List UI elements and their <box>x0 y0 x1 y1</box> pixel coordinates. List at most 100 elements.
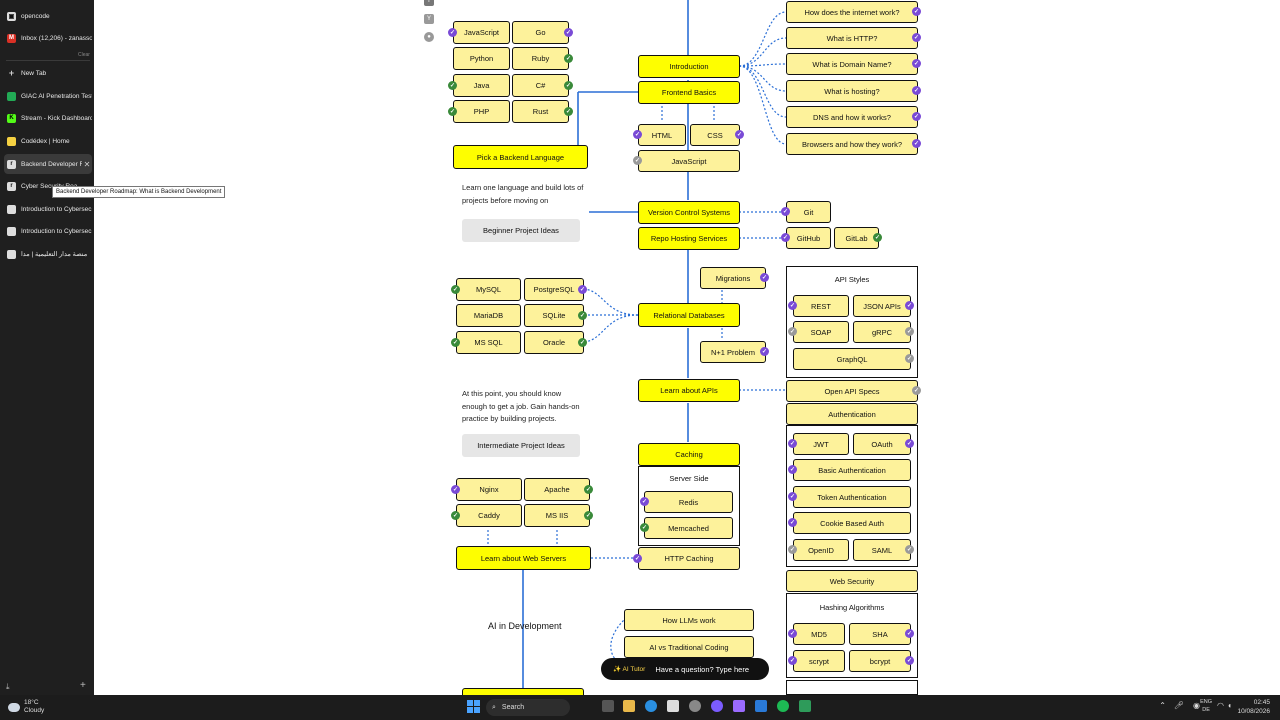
node-graphql[interactable]: GraphQL <box>793 348 911 370</box>
node-pick-backend-language[interactable]: Pick a Backend Language <box>453 145 588 169</box>
node-git[interactable]: Git <box>786 201 831 223</box>
node-oracle[interactable]: Oracle <box>524 331 584 354</box>
node-redis[interactable]: Redis <box>644 491 733 513</box>
tab-madar[interactable]: منصة مدار التعليمية | مدا <box>4 244 92 264</box>
reddit-icon[interactable]: ● <box>424 32 434 42</box>
node-php[interactable]: PHP <box>453 100 510 123</box>
ai-tutor-bar[interactable]: ✨ AI Tutor Have a question? Type here <box>601 658 769 680</box>
node-http-caching[interactable]: HTTP Caching <box>638 547 740 570</box>
node-csharp[interactable]: C# <box>512 74 569 97</box>
node-grpc[interactable]: gRPC <box>853 321 911 343</box>
node-saml[interactable]: SAML <box>853 539 911 561</box>
edge-icon[interactable] <box>645 700 657 712</box>
node-javascript[interactable]: JavaScript <box>453 21 510 44</box>
node-java[interactable]: Java <box>453 74 510 97</box>
node-cookie-auth[interactable]: Cookie Based Auth <box>793 512 911 534</box>
node-caching[interactable]: Caching <box>638 443 740 466</box>
node-sha[interactable]: SHA <box>849 623 911 645</box>
node-apache[interactable]: Apache <box>524 478 590 501</box>
node-soap[interactable]: SOAP <box>793 321 849 343</box>
node-introduction[interactable]: Introduction <box>638 55 740 78</box>
node-rest[interactable]: REST <box>793 295 849 317</box>
node-open-api-specs[interactable]: Open API Specs <box>786 380 918 402</box>
node-dns[interactable]: DNS and how it works? <box>786 106 918 128</box>
app-icon[interactable] <box>689 700 701 712</box>
node-domain-name[interactable]: What is Domain Name? <box>786 53 918 75</box>
node-python[interactable]: Python <box>453 47 510 70</box>
beginner-project-ideas-button[interactable]: Beginner Project Ideas <box>462 219 580 242</box>
node-oauth[interactable]: OAuth <box>853 433 911 455</box>
mic-icon[interactable]: 🎤︎ <box>1173 701 1184 710</box>
discord-icon[interactable] <box>711 700 723 712</box>
node-ruby[interactable]: Ruby <box>512 47 569 70</box>
node-ai-vs-traditional[interactable]: AI vs Traditional Coding <box>624 636 754 658</box>
node-nginx[interactable]: Nginx <box>456 478 522 501</box>
node-scrypt[interactable]: scrypt <box>793 650 845 672</box>
node-learn-apis[interactable]: Learn about APIs <box>638 379 740 402</box>
node-css[interactable]: CSS <box>690 124 740 146</box>
node-token-auth[interactable]: Token Authentication <box>793 486 911 508</box>
node-mysql[interactable]: MySQL <box>456 278 521 301</box>
location-icon[interactable]: ◉ <box>1193 701 1200 710</box>
node-relational-databases[interactable]: Relational Databases <box>638 303 740 327</box>
node-rust[interactable]: Rust <box>512 100 569 123</box>
new-tab-plus-icon[interactable]: + <box>80 680 86 691</box>
app-green-icon[interactable] <box>799 700 811 712</box>
tab-intro-cybersec-1[interactable]: Introduction to Cybersec <box>4 199 92 219</box>
node-jwt[interactable]: JWT <box>793 433 849 455</box>
ai-tutor-input[interactable]: Have a question? Type here <box>655 664 749 674</box>
node-sqlite[interactable]: SQLite <box>524 304 584 327</box>
tray-chevron-icon[interactable]: ⌃ <box>1159 701 1166 710</box>
file-explorer-icon[interactable] <box>623 700 635 712</box>
node-web-security[interactable]: Web Security <box>786 570 918 592</box>
spotify-icon[interactable] <box>777 700 789 712</box>
node-caddy[interactable]: Caddy <box>456 504 522 527</box>
task-view-icon[interactable] <box>602 700 614 712</box>
node-go[interactable]: Go <box>512 21 569 44</box>
node-n-plus-one[interactable]: N+1 Problem <box>700 341 766 363</box>
facebook-icon[interactable]: f <box>424 0 434 6</box>
tab-intro-cybersec-2[interactable]: Introduction to Cybersec <box>4 221 92 241</box>
node-learn-web-servers[interactable]: Learn about Web Servers <box>456 546 591 570</box>
node-html[interactable]: HTML <box>638 124 686 146</box>
node-version-control[interactable]: Version Control Systems <box>638 201 740 224</box>
node-json-apis[interactable]: JSON APIs <box>853 295 911 317</box>
node-frontend-basics[interactable]: Frontend Basics <box>638 81 740 104</box>
obsidian-icon[interactable] <box>733 700 745 712</box>
node-openid[interactable]: OpenID <box>793 539 849 561</box>
tab-codedex[interactable]: Codédex | Home <box>4 131 92 151</box>
node-authentication[interactable]: Authentication <box>786 403 918 425</box>
node-migrations[interactable]: Migrations <box>700 267 766 289</box>
volume-icon[interactable]: ◖ <box>1227 701 1232 710</box>
node-frontend-javascript[interactable]: JavaScript <box>638 150 740 172</box>
node-basic-auth[interactable]: Basic Authentication <box>793 459 911 481</box>
node-github[interactable]: GitHub <box>786 227 831 249</box>
node-bcrypt[interactable]: bcrypt <box>849 650 911 672</box>
node-internet[interactable]: How does the internet work? <box>786 1 918 23</box>
download-icon[interactable]: ⤓ <box>6 682 10 691</box>
node-mariadb[interactable]: MariaDB <box>456 304 521 327</box>
node-how-llms-work[interactable]: How LLMs work <box>624 609 754 631</box>
node-next-section[interactable] <box>462 688 584 695</box>
wifi-icon[interactable]: ◠ <box>1217 701 1224 710</box>
node-memcached[interactable]: Memcached <box>644 517 733 539</box>
ycombinator-icon[interactable]: Y <box>424 14 434 24</box>
close-tab-icon[interactable]: ✕ <box>83 159 91 169</box>
node-ms-iis[interactable]: MS IIS <box>524 504 590 527</box>
tab-new-tab[interactable]: +New Tab <box>8 68 47 78</box>
tab-opencode[interactable]: ▣opencode <box>7 11 50 21</box>
windows-start-icon[interactable] <box>467 700 480 713</box>
node-postgresql[interactable]: PostgreSQL <box>524 278 584 301</box>
node-md5[interactable]: MD5 <box>793 623 845 645</box>
roadmap-page[interactable]: f Y ● <box>94 0 1280 695</box>
node-mssql[interactable]: MS SQL <box>456 331 521 354</box>
clear-tabs-button[interactable]: Clear <box>78 52 90 58</box>
node-browsers[interactable]: Browsers and how they work? <box>786 133 918 155</box>
node-hosting[interactable]: What is hosting? <box>786 80 918 102</box>
